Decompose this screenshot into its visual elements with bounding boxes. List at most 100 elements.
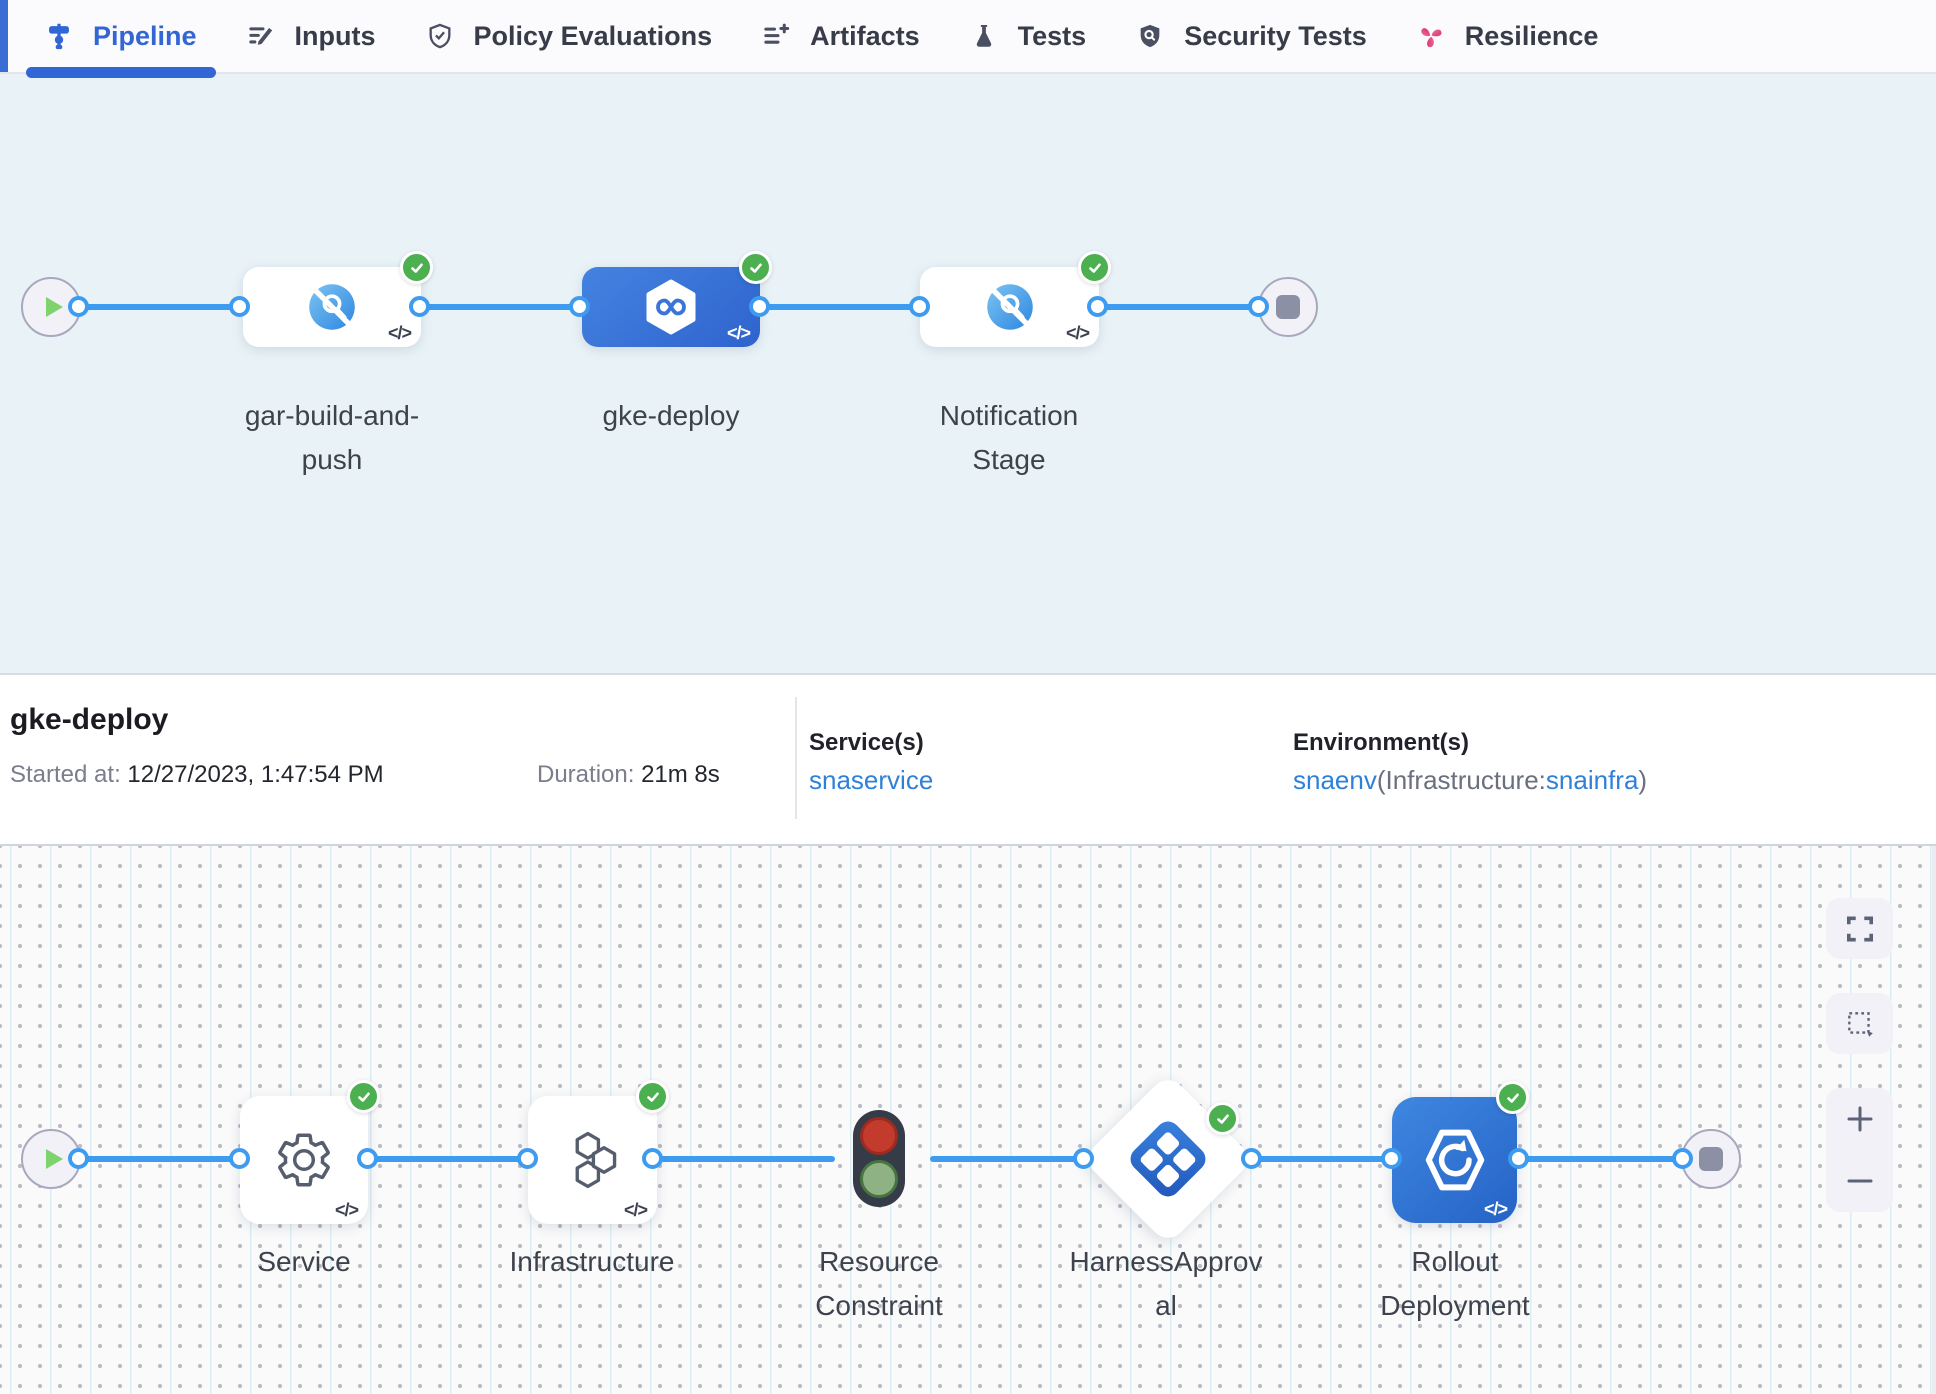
tab-label: Resilience [1464, 20, 1599, 51]
zoom-in-icon[interactable] [1845, 1104, 1875, 1134]
connector-dot [229, 296, 250, 317]
connector-dot [1248, 296, 1269, 317]
tab-resilience[interactable]: Resilience [1392, 0, 1624, 72]
edge-line [368, 1156, 528, 1162]
edge-line [1252, 1156, 1392, 1162]
connector-dot [229, 1148, 250, 1169]
tab-label: Tests [1017, 20, 1087, 51]
policy-evaluations-icon [429, 23, 451, 49]
success-badge [1078, 251, 1111, 284]
connector-dot [642, 1148, 663, 1169]
rollout-icon [1425, 1129, 1484, 1191]
play-icon [45, 1149, 63, 1169]
stage-card-gar-build-and-push[interactable]: </> [243, 251, 433, 347]
connector-dot [1381, 1148, 1402, 1169]
zoom-out-icon[interactable] [1845, 1166, 1875, 1196]
selected-stage-title: gke-deploy [10, 703, 169, 736]
environment-link[interactable]: snaenv [1293, 765, 1377, 795]
tab-label: Policy Evaluations [473, 20, 713, 51]
edge-line [1519, 1156, 1683, 1162]
step-label: Service [257, 1246, 351, 1277]
code-toggle[interactable]: </> [387, 323, 412, 343]
connector-dot [517, 1148, 538, 1169]
connector-dot [409, 296, 430, 317]
connector-dot [68, 296, 89, 317]
approval-icon [1125, 1116, 1211, 1202]
success-badge [1206, 1102, 1239, 1135]
connector-dot [569, 296, 590, 317]
stage-graph-canvas[interactable]: </> </> </> gar-build-and- push [0, 74, 1936, 673]
success-badge [636, 1080, 669, 1113]
edge-line [79, 1156, 240, 1162]
tab-pipeline[interactable]: Pipeline [20, 0, 222, 78]
stop-icon [1699, 1147, 1723, 1171]
traffic-light-red [860, 1117, 898, 1155]
code-toggle[interactable]: </> [623, 1200, 648, 1220]
step-label: HarnessApprov al [1069, 1246, 1263, 1321]
tab-label: Inputs [294, 20, 376, 51]
started-at: Started at: 12/27/2023, 1:47:54 PM [10, 761, 384, 788]
stage-card-notification-stage[interactable]: </> [920, 251, 1111, 347]
tab-label: Artifacts [810, 20, 920, 51]
success-badge [739, 251, 772, 284]
tab-inputs[interactable]: Inputs [222, 0, 401, 72]
cd-stage-icon [646, 279, 696, 335]
hexagons-icon [575, 1131, 616, 1189]
connector-dot [1672, 1148, 1693, 1169]
resilience-icon [1421, 28, 1442, 48]
infrastructure-link[interactable]: snainfra [1545, 765, 1639, 795]
traffic-light-green [860, 1160, 898, 1198]
edge-line [1098, 304, 1259, 310]
tab-security-tests[interactable]: Security Tests [1111, 0, 1392, 72]
tab-policy-evaluations[interactable]: Policy Evaluations [401, 0, 738, 72]
security-tests-icon [1140, 24, 1160, 48]
success-badge [400, 251, 433, 284]
gear-icon [278, 1133, 330, 1187]
stage-label: gar-build-and- push [244, 400, 420, 475]
scroll-track [1932, 846, 1936, 1394]
stage-label: gke-deploy [602, 400, 740, 431]
tab-label: Pipeline [93, 20, 197, 51]
pipeline-start-node [21, 277, 81, 337]
step-rollout-deployment[interactable]: </> [1392, 1081, 1529, 1223]
connector-dot [1073, 1148, 1094, 1169]
connector-dot [749, 296, 770, 317]
code-toggle[interactable]: </> [334, 1200, 359, 1220]
execution-graph-canvas[interactable]: </> </> </> [0, 846, 1936, 1394]
connector-dot [1241, 1148, 1262, 1169]
duration: Duration: 21m 8s [537, 761, 720, 788]
code-toggle[interactable]: </> [726, 323, 751, 343]
custom-stage-icon [984, 282, 1035, 332]
tab-tests[interactable]: Tests [945, 0, 1112, 72]
edge-line [653, 1156, 835, 1162]
edge-line [79, 304, 240, 310]
connector-dot [68, 1148, 89, 1169]
connector-dot [357, 1148, 378, 1169]
fullscreen-icon [1846, 916, 1873, 941]
step-service[interactable]: </> [240, 1080, 380, 1224]
code-toggle[interactable]: </> [1065, 323, 1090, 343]
environments-label: Environment(s) [1293, 729, 1470, 756]
connector-dot [1087, 296, 1108, 317]
play-icon [45, 297, 63, 317]
marquee-select-button[interactable] [1826, 993, 1893, 1054]
service-link[interactable]: snaservice [809, 765, 934, 795]
step-label: Infrastructure [509, 1246, 675, 1277]
left-accent-strip [0, 0, 8, 72]
artifacts-icon [764, 23, 790, 44]
tab-label: Security Tests [1184, 20, 1367, 51]
services-label: Service(s) [809, 729, 924, 756]
fullscreen-button[interactable] [1826, 898, 1893, 959]
tab-artifacts[interactable]: Artifacts [737, 0, 945, 72]
step-harness-approval[interactable] [1081, 1072, 1255, 1246]
code-toggle[interactable]: </> [1483, 1199, 1508, 1219]
tab-bar: Pipeline Inputs Policy Evaluations Artif… [0, 0, 1936, 78]
step-infrastructure[interactable]: </> [528, 1080, 669, 1224]
divider [795, 697, 797, 819]
tests-icon [976, 25, 991, 47]
edge-line [930, 1156, 1084, 1162]
stage-card-gke-deploy[interactable]: </> [582, 251, 772, 347]
environment-value: snaenv(Infrastructure:snainfra) [1293, 765, 1648, 795]
success-badge [347, 1080, 380, 1113]
step-resource-constraint[interactable] [853, 1110, 905, 1207]
